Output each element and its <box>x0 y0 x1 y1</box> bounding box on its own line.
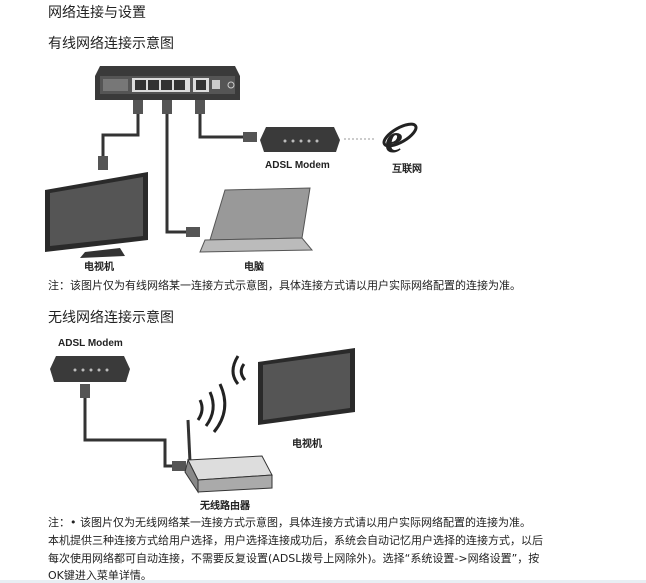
wired-heading: 有线网络连接示意图 <box>48 36 174 52</box>
wireless-heading: 无线网络连接示意图 <box>48 310 174 326</box>
cable-plugs <box>98 100 257 237</box>
wireless-note: 注：• 该图片仅为无线网络某一连接方式示意图，具体连接方式请以用户实际网络配置的… <box>48 516 531 529</box>
wired-note: 注：该图片仅为有线网络某一连接方式示意图，具体连接方式请以用户实际网络配置的连接… <box>48 279 521 292</box>
wireless-router-icon <box>184 419 273 494</box>
wifi-waves-icon <box>196 355 247 433</box>
svg-text:e: e <box>385 116 403 161</box>
wireless-tv-icon <box>258 348 355 425</box>
body-line-2: 每次使用网络都可自动连接，不需要反复设置(ADSL拨号上网除外)。选择“系统设置… <box>48 552 540 565</box>
internet-label: 互联网 <box>392 164 422 175</box>
wireless-cable <box>83 392 180 468</box>
wired-router-icon <box>95 66 240 100</box>
wired-tv-icon <box>45 172 148 258</box>
wireless-router-label: 无线路由器 <box>200 501 250 512</box>
wireless-modem-label: ADSL Modem <box>58 338 123 349</box>
bottom-edge <box>0 580 646 583</box>
body-line-3: OK键进入菜单详情。 <box>48 569 152 582</box>
wireless-modem-icon <box>50 356 130 382</box>
laptop-icon <box>199 187 314 253</box>
pc-label: 电脑 <box>244 262 264 273</box>
internet-explorer-icon: e <box>382 116 418 161</box>
modem-label: ADSL Modem <box>265 160 330 171</box>
tv-label: 电视机 <box>84 262 114 273</box>
page-title: 网络连接与设置 <box>48 5 146 21</box>
body-line-1: 本机提供三种连接方式给用户选择，用户选择连接成功后，系统会自动记忆用户选择的连接… <box>48 534 543 547</box>
wired-cables <box>101 110 245 234</box>
wireless-tv-label: 电视机 <box>292 439 322 450</box>
wired-modem-icon <box>260 127 340 152</box>
